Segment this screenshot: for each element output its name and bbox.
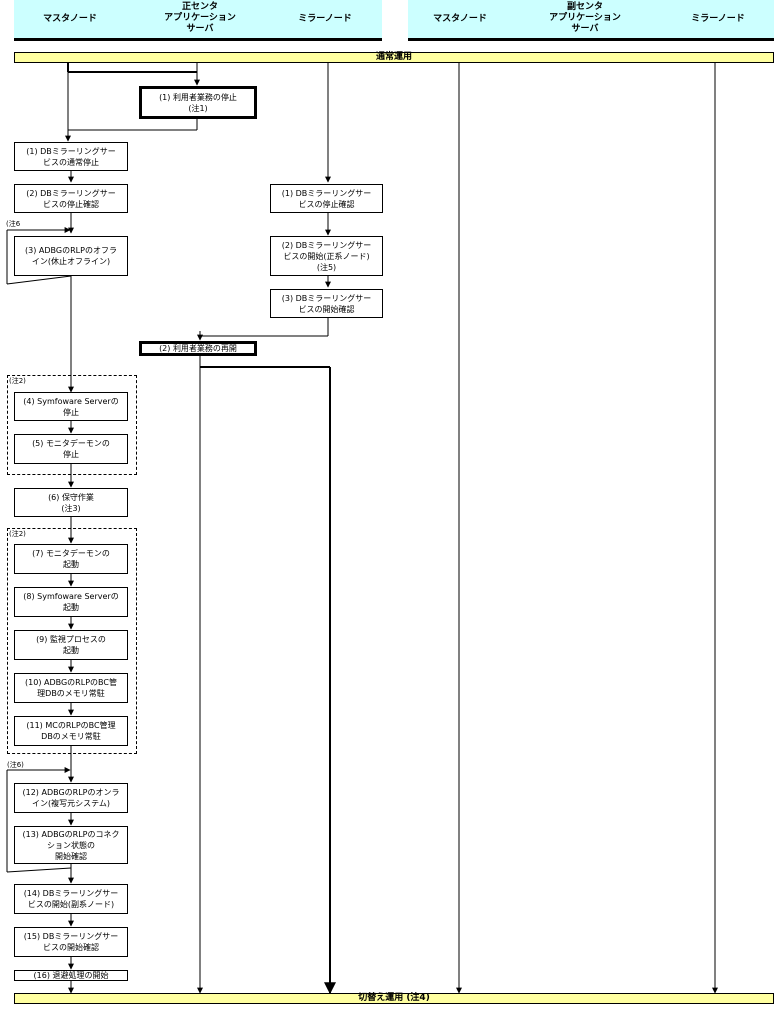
master-step-8: (8) Symfoware Serverの 起動 <box>14 587 128 617</box>
app-step-2: (2) 利用者業務の再開 <box>139 341 257 356</box>
secondary-app-label: 副センタ アプリケーション サーバ <box>530 2 640 35</box>
secondary-center-header <box>408 0 774 38</box>
master-step-14: (14) DBミラーリングサー ビスの開始(副系ノード) <box>14 884 128 914</box>
master-step-6: (6) 保守作業 (注3) <box>14 488 128 517</box>
master-step-10: (10) ADBGのRLPのBC管 理DBのメモリ常駐 <box>14 673 128 703</box>
app-step-1: (1) 利用者業務の停止 (注1) <box>139 86 257 119</box>
note-2-bottom: (注2) <box>9 530 26 538</box>
primary-center-header-rule <box>14 38 382 41</box>
primary-master-label: マスタノード <box>43 14 97 24</box>
master-step-5: (5) モニタデーモンの 停止 <box>14 434 128 464</box>
master-step-9: (9) 監視プロセスの 起動 <box>14 630 128 660</box>
master-step-3: (3) ADBGのRLPのオフラ イン(休止オフライン) <box>14 236 128 276</box>
normal-operation-band: 通常運用 <box>14 52 774 63</box>
note-6-top: (注6 <box>6 220 21 228</box>
mirror-step-1: (1) DBミラーリングサー ビスの停止確認 <box>270 184 383 213</box>
mirror-step-2: (2) DBミラーリングサー ビスの開始(正系ノード) (注5) <box>270 236 383 276</box>
primary-center-title: 正センタ <box>181 2 218 12</box>
secondary-master-label: マスタノード <box>433 14 487 24</box>
secondary-center-header-rule <box>408 38 774 41</box>
master-step-2: (2) DBミラーリングサー ビスの停止確認 <box>14 184 128 213</box>
switched-operation-band: 切替え運用 (注4) <box>14 993 774 1004</box>
master-step-15: (15) DBミラーリングサー ビスの開始確認 <box>14 927 128 957</box>
master-step-1: (1) DBミラーリングサー ビスの通常停止 <box>14 142 128 171</box>
primary-app-label: 正センタ アプリケーション サーバ <box>145 2 255 35</box>
primary-center-header <box>14 0 382 38</box>
note-6-bottom: (注6) <box>7 761 24 769</box>
master-step-4: (4) Symfoware Serverの 停止 <box>14 392 128 421</box>
master-step-12: (12) ADBGのRLPのオンラ イン(複写元システム) <box>14 783 128 813</box>
secondary-center-title: 副センタ <box>566 2 603 12</box>
group-note2-stop <box>7 375 137 475</box>
primary-mirror-label: ミラーノード <box>298 14 352 24</box>
master-step-16: (16) 退避処理の開始 <box>14 970 128 981</box>
master-step-13: (13) ADBGのRLPのコネク ション状態の 開始確認 <box>14 826 128 864</box>
mirror-step-3: (3) DBミラーリングサー ビスの開始確認 <box>270 289 383 318</box>
note-2-top: (注2) <box>9 377 26 385</box>
secondary-mirror-label: ミラーノード <box>691 14 745 24</box>
master-step-7: (7) モニタデーモンの 起動 <box>14 544 128 574</box>
master-step-11: (11) MCのRLPのBC管理 DBのメモリ常駐 <box>14 716 128 746</box>
group-note2-start <box>7 528 137 754</box>
